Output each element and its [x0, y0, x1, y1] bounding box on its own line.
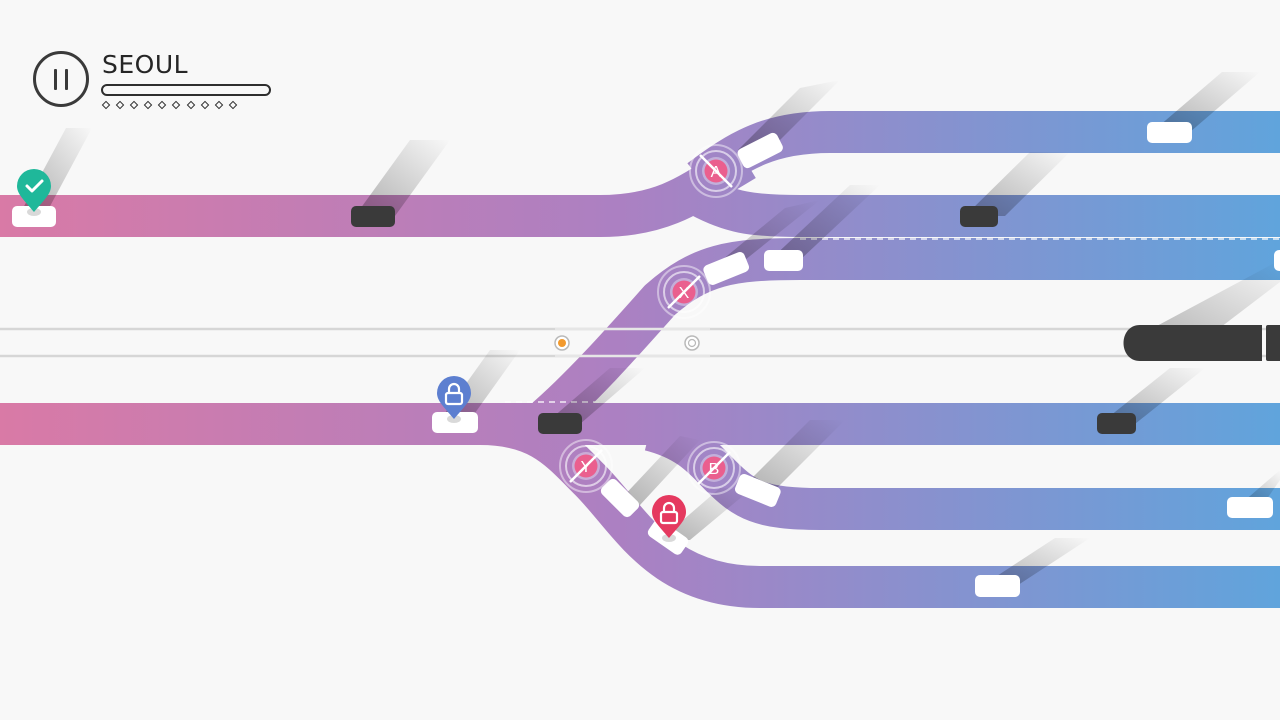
- car-dark[interactable]: [538, 413, 582, 434]
- car-light[interactable]: [736, 131, 785, 170]
- tracks: [0, 111, 1280, 608]
- train-engine: [1123, 325, 1262, 361]
- switch-label: Y: [581, 459, 592, 476]
- crossing-signals: [554, 335, 700, 351]
- car-light[interactable]: [1274, 250, 1280, 271]
- switch-label: A: [711, 164, 722, 181]
- car-light[interactable]: [599, 477, 641, 519]
- car-markers: [17, 169, 686, 542]
- signal-light-icon: [558, 339, 566, 347]
- pause-icon: [54, 69, 57, 90]
- car-light[interactable]: [1147, 122, 1192, 143]
- marker-locked-red: [652, 495, 686, 542]
- car-dark[interactable]: [1097, 413, 1136, 434]
- train-car: [1266, 325, 1280, 361]
- marker-locked-blue: [437, 376, 471, 423]
- car-light[interactable]: [646, 517, 690, 556]
- switch-direction-line: [697, 451, 731, 485]
- switch-label: B: [709, 461, 720, 478]
- lock-icon: [444, 382, 464, 406]
- switch-x[interactable]: X: [657, 265, 711, 319]
- marker-done: [17, 169, 51, 216]
- car-light[interactable]: [432, 412, 478, 433]
- car-light[interactable]: [975, 575, 1020, 597]
- cars: [12, 122, 1280, 597]
- car-dark[interactable]: [960, 206, 998, 227]
- switch-b[interactable]: B: [687, 441, 741, 495]
- pause-icon: [65, 69, 68, 90]
- switch-direction-line: [569, 449, 603, 483]
- car-light[interactable]: [702, 250, 751, 286]
- switch-direction-line: [699, 154, 733, 188]
- signal-light-icon: [687, 338, 697, 348]
- lock-icon: [659, 501, 679, 525]
- check-icon: [25, 179, 44, 193]
- switch-y[interactable]: Y: [559, 439, 613, 493]
- car-light[interactable]: [1227, 497, 1273, 518]
- car-light[interactable]: [733, 472, 782, 508]
- crossing-train: [1123, 325, 1280, 361]
- track-switches: A X Y B: [559, 144, 743, 495]
- track-branch-x: [526, 238, 1280, 440]
- track-lane-1: [687, 111, 1280, 197]
- switch-label: X: [679, 285, 690, 302]
- car-dark[interactable]: [351, 206, 395, 227]
- switch-direction-line: [667, 275, 701, 309]
- car-light[interactable]: [12, 206, 56, 227]
- pause-button[interactable]: [33, 51, 89, 107]
- car-light[interactable]: [764, 250, 803, 271]
- crossing-band: [555, 327, 710, 358]
- switch-a[interactable]: A: [689, 144, 743, 198]
